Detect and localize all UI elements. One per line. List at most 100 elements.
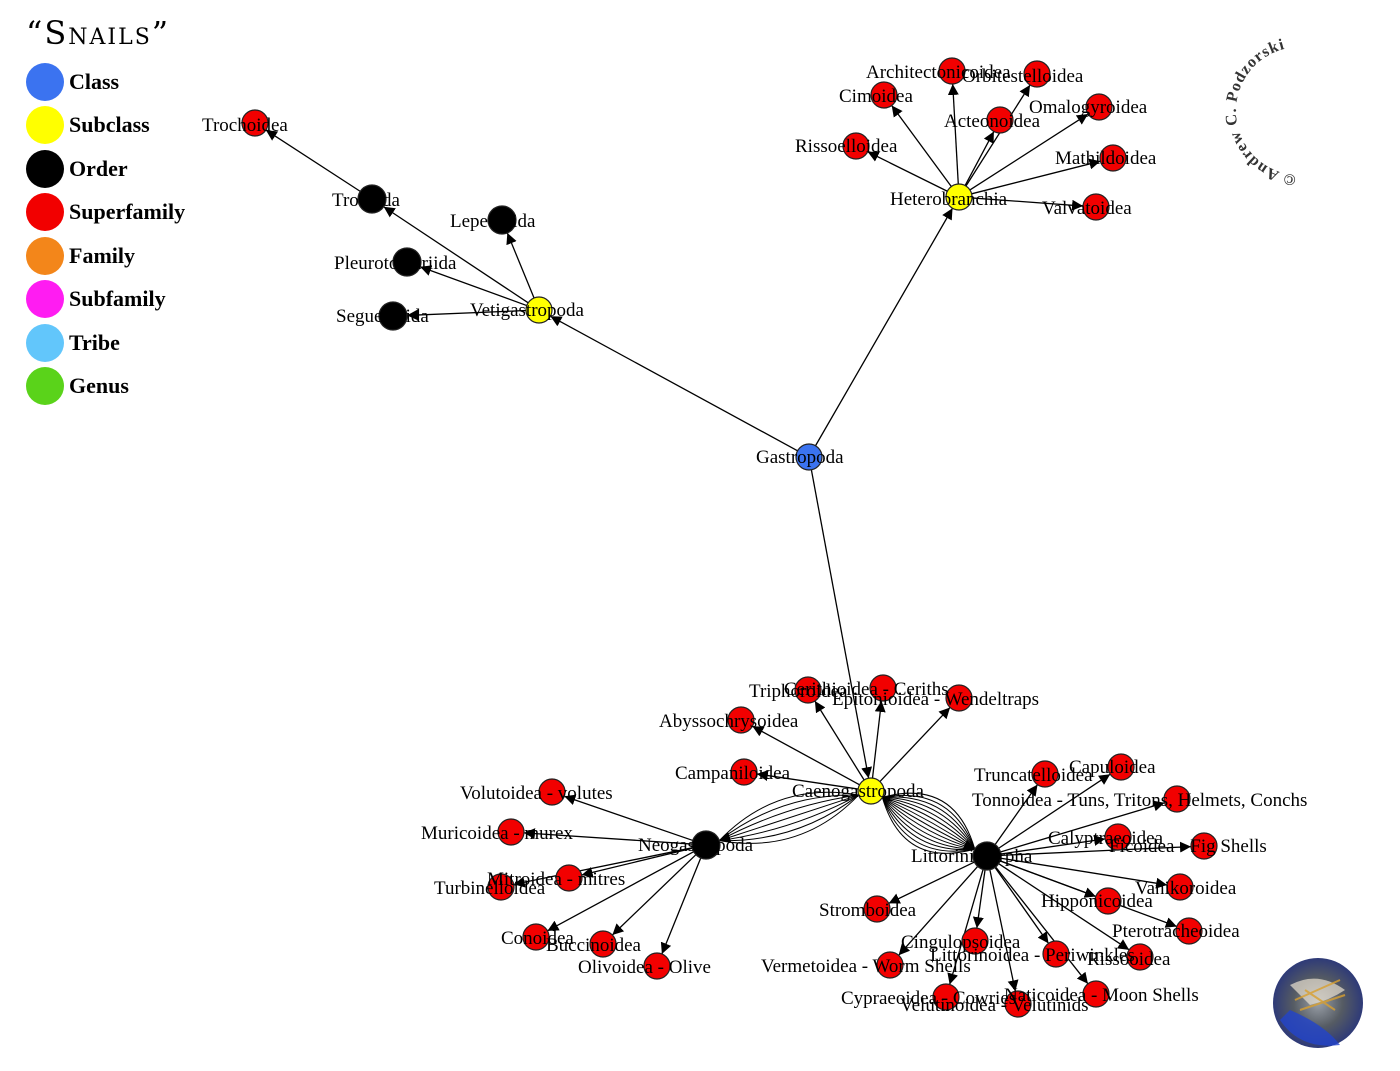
edge — [947, 869, 984, 985]
node-label-stromboidea: Stromboidea — [819, 900, 917, 921]
edge — [265, 129, 361, 192]
edge — [969, 113, 1089, 191]
edge — [882, 796, 976, 850]
legend-item-genus: Genus — [26, 365, 185, 409]
node-gastropoda — [795, 443, 823, 471]
edge — [406, 309, 527, 321]
edge — [814, 207, 954, 447]
legend-label: Class — [69, 68, 120, 94]
edge — [947, 83, 959, 185]
edge — [611, 854, 697, 936]
node-buccinoidea — [589, 930, 617, 958]
node-label-rissoelloidea: Rissoelloidea — [795, 136, 898, 157]
legend-label: Superfamily — [69, 199, 186, 225]
edge — [513, 847, 693, 888]
edge — [888, 861, 975, 904]
edge — [383, 206, 529, 304]
edge — [891, 105, 952, 187]
node-rissooidea — [1126, 943, 1154, 971]
node-label-rissooidea: Rissooidea — [1087, 949, 1171, 970]
node-muricoidea — [497, 818, 525, 846]
edge — [964, 131, 995, 186]
edge — [752, 725, 860, 786]
labels-layer: GastropodaVetigastropodaHeterobranchiaCa… — [202, 62, 1307, 1016]
edge — [1000, 841, 1192, 857]
node-label-pterotracheoidea: Pterotracheoidea — [1112, 921, 1240, 942]
edge — [881, 797, 975, 854]
edge — [971, 197, 1084, 211]
node-olivoidea — [643, 952, 671, 980]
edge — [999, 860, 1178, 928]
node-label-abyssochrysoidea: Abyssochrysoidea — [659, 711, 799, 732]
node-label-volutoidea: Volutoidea - volutes — [460, 783, 613, 804]
legend-item-subfamily: Subfamily — [26, 278, 185, 322]
node-cimoidea — [870, 81, 898, 109]
node-label-epitonioidea: Epitonioidea - Wendeltraps — [832, 689, 1039, 710]
node-littorinoidea — [1042, 940, 1070, 968]
edge — [882, 794, 976, 850]
node-neogastropoda — [691, 830, 721, 860]
node-stromboidea — [863, 895, 891, 923]
node-littorinimorpha — [972, 841, 1002, 871]
legend-item-tribe: Tribe — [26, 321, 185, 365]
node-label-vetigastropoda: Vetigastropoda — [470, 300, 585, 321]
node-label-truncatelloidea: Truncatelloidea — [974, 765, 1093, 786]
legend-item-class: Class — [26, 60, 185, 104]
edge — [882, 796, 975, 850]
node-vanikoroidea — [1166, 873, 1194, 901]
node-label-cerithioidea: Cerithioidea - Ceriths — [784, 679, 949, 700]
node-label-cypraeoidea: Cypraeoidea - Cowries — [841, 988, 1016, 1009]
edge — [995, 866, 1089, 985]
edge — [867, 151, 948, 192]
legend-swatch — [26, 193, 64, 232]
node-vermetoidea — [876, 951, 904, 979]
node-seguenziida — [378, 301, 408, 331]
node-omalogyroidea — [1085, 93, 1113, 121]
node-label-vermetoidea: Vermetoidea - Worm Shells — [761, 956, 971, 977]
node-volutoidea — [538, 778, 566, 806]
node-label-tonnoidea: Tonnoidea - Tuns, Tritons, Helmets, Conc… — [972, 790, 1307, 811]
edge — [879, 706, 951, 783]
edge — [564, 794, 693, 842]
node-caenogastropoda — [857, 777, 885, 805]
node-label-omalogyroidea: Omalogyroidea — [1029, 97, 1148, 118]
node-hipponicoidea — [1094, 887, 1122, 915]
node-label-mathildoidea: Mathildoidea — [1055, 148, 1157, 169]
edge — [550, 315, 798, 452]
node-campaniloidea — [730, 758, 758, 786]
node-ficoidea — [1190, 832, 1218, 860]
copyright-text: © Andrew C. Podzorski — [1223, 36, 1297, 188]
node-label-trochoidea: Trochoidea — [202, 115, 288, 136]
node-label-ficoidea: Ficoidea - Fig Shells — [1109, 836, 1267, 857]
node-abyssochrysoidea — [727, 706, 755, 734]
edge — [998, 863, 1130, 951]
edge — [998, 773, 1111, 849]
legend-item-family: Family — [26, 234, 185, 278]
logo-image — [1273, 958, 1363, 1048]
node-acteonoidea — [986, 106, 1014, 134]
node-pleurotomariida — [392, 247, 422, 277]
edges-layer — [265, 83, 1192, 992]
edge — [881, 797, 975, 852]
node-conoidea — [522, 923, 550, 951]
edge — [810, 469, 873, 779]
node-label-vanikoroidea: Vanikoroidea — [1135, 878, 1237, 899]
graph-title: “Snails” — [26, 14, 171, 52]
node-label-buccinoidea: Buccinoidea — [546, 935, 642, 956]
node-label-capuloidea: Capuloidea — [1069, 757, 1156, 778]
node-calyptraeoidea — [1104, 823, 1132, 851]
edge — [547, 851, 694, 932]
legend-label: Subfamily — [69, 286, 166, 312]
edge — [719, 794, 859, 843]
legend-label: Tribe — [69, 329, 120, 355]
node-label-pleurotomariida: Pleurotomariida — [334, 253, 457, 274]
edge — [506, 232, 535, 299]
legend-swatch — [26, 149, 64, 188]
node-label-seguenziida: Seguenziida — [336, 306, 429, 327]
node-label-caenogastropoda: Caenogastropoda — [792, 781, 924, 802]
node-mitroidea — [555, 864, 583, 892]
node-label-velutinoidea: Velutinoidea - Velutinids — [900, 995, 1089, 1016]
node-label-mitroidea: Mitroidea - mitres — [487, 869, 625, 890]
